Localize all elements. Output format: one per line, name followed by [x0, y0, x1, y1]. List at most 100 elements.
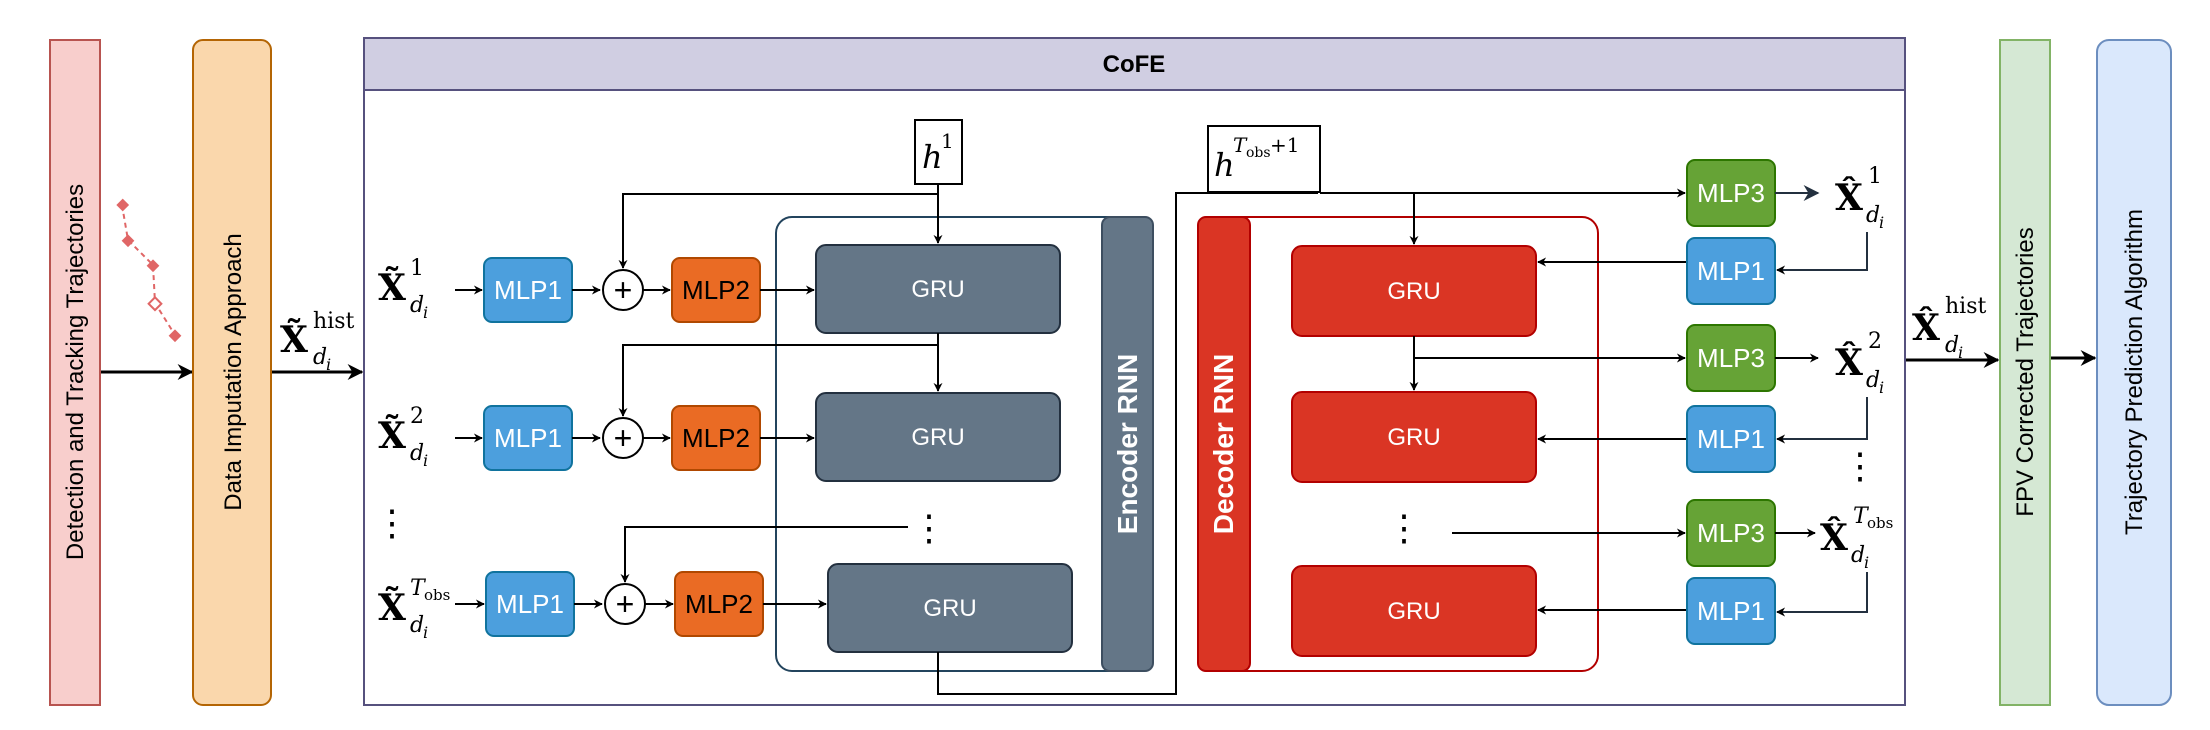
svg-text:X̂: X̂ — [1835, 176, 1863, 219]
enc-plus-1: + — [602, 269, 644, 311]
svg-text:d: d — [1866, 368, 1880, 393]
svg-text:T: T — [1853, 504, 1870, 529]
dec-mlp1-1: MLP1 — [1686, 237, 1776, 305]
svg-text:1: 1 — [410, 256, 424, 281]
svg-text:1: 1 — [941, 129, 954, 153]
decoder-label: Decoder RNN — [1208, 354, 1239, 534]
svg-text:MLP3: MLP3 — [1697, 518, 1765, 548]
dec-mlp1-t: MLP1 — [1686, 577, 1776, 645]
h1-box: h 1 — [914, 119, 963, 185]
trajectory-scatter — [116, 198, 182, 343]
svg-text:MLP1: MLP1 — [496, 589, 564, 619]
corrected-stage: FPV Corrected Trajectories — [1999, 39, 2051, 706]
svg-text:i: i — [1879, 213, 1884, 232]
svg-text:X̂: X̂ — [1835, 341, 1863, 384]
enc-mlp1-t: MLP1 — [485, 571, 575, 637]
enc-mlp1-1: MLP1 — [483, 257, 573, 323]
output-label-1: X̂ 1 d i — [1835, 164, 1884, 232]
x-hat-hist-label: X̂ hist d i — [1912, 294, 1986, 362]
svg-text:GRU: GRU — [1387, 278, 1440, 305]
svg-text:MLP1: MLP1 — [494, 423, 562, 453]
dec-mlp3-t: MLP3 — [1686, 499, 1776, 567]
svg-text:X̃: X̃ — [378, 267, 406, 309]
svg-text:obs: obs — [1246, 145, 1271, 161]
svg-text:GRU: GRU — [1387, 424, 1440, 451]
svg-text:MLP1: MLP1 — [1697, 256, 1765, 286]
svg-text:hist: hist — [1945, 294, 1986, 319]
svg-text:d: d — [1851, 543, 1865, 568]
svg-text:X̃: X̃ — [280, 319, 308, 361]
svg-text:MLP2: MLP2 — [682, 275, 750, 305]
svg-text:MLP3: MLP3 — [1697, 343, 1765, 373]
output-label-t: X̂ T obs d i — [1820, 504, 1893, 572]
svg-text:i: i — [1879, 378, 1884, 397]
svg-text:MLP2: MLP2 — [682, 423, 750, 453]
dec-mlp1-2: MLP1 — [1686, 405, 1776, 473]
imputation-stage: Data Imputation Approach — [192, 39, 272, 706]
input-label-1: X̃ 1 d i — [378, 256, 428, 322]
svg-text:GRU: GRU — [923, 595, 976, 622]
svg-text:obs: obs — [424, 586, 450, 604]
detection-label: Detection and Tracking Trajectories — [62, 184, 89, 560]
prediction-label: Trajectory Prediction Algorithm — [2121, 209, 2148, 535]
dec-gru-2: GRU — [1291, 391, 1537, 483]
svg-text:d: d — [410, 613, 424, 638]
h-tobs-box: h T obs +1 — [1207, 125, 1321, 193]
dec-ellipsis: ⋮ — [1386, 508, 1422, 549]
enc-plus-t: + — [604, 583, 646, 625]
svg-text:2: 2 — [1868, 329, 1882, 354]
svg-text:+: + — [616, 586, 635, 622]
svg-text:obs: obs — [1867, 514, 1893, 532]
input-label-t: X̃ T obs d i — [378, 576, 450, 642]
svg-text:X̂: X̂ — [1912, 306, 1940, 349]
enc-mlp2-1: MLP2 — [671, 257, 761, 323]
svg-text:hist: hist — [313, 309, 354, 334]
dec-mlp3-2: MLP3 — [1686, 324, 1776, 392]
prediction-stage: Trajectory Prediction Algorithm — [2096, 39, 2172, 706]
imputation-label: Data Imputation Approach — [220, 233, 247, 511]
svg-text:i: i — [423, 451, 428, 470]
svg-text:MLP1: MLP1 — [1697, 596, 1765, 626]
svg-text:+: + — [614, 272, 633, 308]
input-label-2: X̃ 2 d i — [378, 404, 428, 470]
dec-mlp3-1: MLP3 — [1686, 159, 1776, 227]
cofe-title: CoFE — [1103, 51, 1166, 78]
enc-mlp1-2: MLP1 — [483, 405, 573, 471]
svg-text:X̂: X̂ — [1820, 516, 1848, 559]
corrected-label: FPV Corrected Trajectories — [2012, 227, 2039, 516]
svg-text:T: T — [1233, 133, 1248, 157]
svg-text:i: i — [423, 623, 428, 642]
svg-text:d: d — [313, 345, 327, 370]
dec-gru-1: GRU — [1291, 245, 1537, 337]
input-ellipsis: ⋮ — [374, 503, 410, 544]
svg-text:d: d — [1866, 203, 1880, 228]
svg-text:MLP3: MLP3 — [1697, 178, 1765, 208]
enc-mlp2-2: MLP2 — [671, 405, 761, 471]
svg-text:1: 1 — [1868, 164, 1882, 189]
output-label-2: X̂ 2 d i — [1835, 329, 1884, 397]
svg-text:i: i — [1958, 343, 1963, 362]
svg-text:2: 2 — [410, 404, 424, 429]
enc-gru-t: GRU — [827, 563, 1073, 653]
enc-gru-2: GRU — [815, 392, 1061, 482]
svg-text:i: i — [423, 303, 428, 322]
dec-gru-t: GRU — [1291, 565, 1537, 657]
svg-text:X̃: X̃ — [378, 587, 406, 629]
detection-stage: Detection and Tracking Trajectories — [49, 39, 101, 706]
enc-mlp2-t: MLP2 — [674, 571, 764, 637]
output-ellipsis: ⋮ — [1842, 446, 1878, 487]
x-tilde-hist-label: X̃ hist d i — [280, 309, 354, 374]
svg-text:d: d — [410, 441, 424, 466]
svg-text:+: + — [614, 420, 633, 456]
enc-ellipsis: ⋮ — [911, 508, 947, 549]
svg-text:i: i — [1864, 553, 1869, 572]
svg-text:GRU: GRU — [911, 424, 964, 451]
svg-text:h: h — [922, 138, 943, 176]
svg-text:GRU: GRU — [1387, 598, 1440, 625]
svg-text:h: h — [1214, 146, 1235, 184]
svg-text:MLP2: MLP2 — [685, 589, 753, 619]
svg-text:T: T — [410, 576, 427, 601]
svg-text:GRU: GRU — [911, 276, 964, 303]
enc-gru-1: GRU — [815, 244, 1061, 334]
